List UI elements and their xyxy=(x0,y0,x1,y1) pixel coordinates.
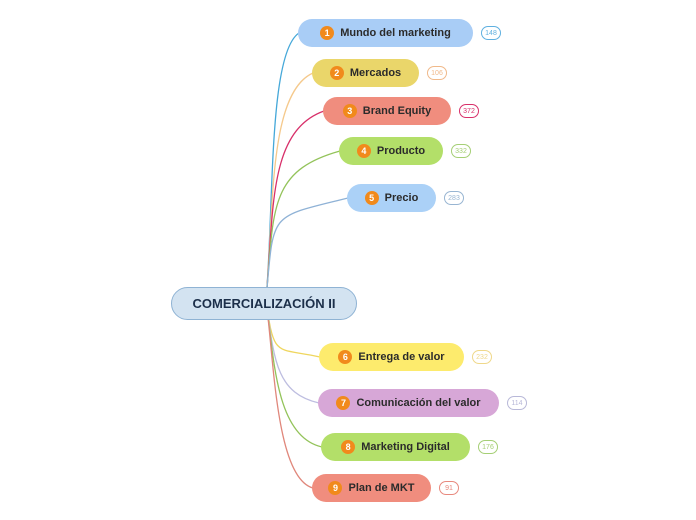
topic-label: Mercados xyxy=(349,67,402,79)
topic-count-badge: 114 xyxy=(507,396,527,410)
connector-line xyxy=(265,150,341,301)
connector-line xyxy=(265,299,314,489)
root-topic[interactable]: COMERCIALIZACIÓN II xyxy=(171,287,357,320)
topic-label: Mundo del marketing xyxy=(340,27,451,39)
topic-comunicacion-del-valor[interactable]: 7 Comunicación del valor xyxy=(318,389,499,417)
number-badge-icon: 8 xyxy=(341,440,356,454)
topic-count-badge: 148 xyxy=(481,26,501,40)
topic-mercados[interactable]: 2 Mercados xyxy=(312,59,419,87)
topic-count-badge: 232 xyxy=(472,350,492,364)
number-badge-icon: 7 xyxy=(336,396,351,410)
connector-line xyxy=(265,299,323,448)
connector-line xyxy=(265,197,349,301)
topic-label: Precio xyxy=(384,192,419,204)
topic-count-badge: 283 xyxy=(444,191,464,205)
number-badge-icon: 6 xyxy=(338,350,353,364)
topic-count-badge: 91 xyxy=(439,481,459,495)
topic-label: Producto xyxy=(376,145,426,157)
topic-label: Plan de MKT xyxy=(348,482,415,494)
topic-producto[interactable]: 4 Producto xyxy=(339,137,443,165)
connector-line xyxy=(265,72,314,301)
topic-marketing-digital[interactable]: 8 Marketing Digital xyxy=(321,433,470,461)
number-badge-icon: 5 xyxy=(364,191,379,205)
number-badge-icon: 2 xyxy=(329,66,344,80)
number-badge-icon: 1 xyxy=(320,26,335,40)
topic-label: Entrega de valor xyxy=(358,351,445,363)
number-badge-icon: 3 xyxy=(342,104,357,118)
topic-mundo-del-marketing[interactable]: 1 Mundo del marketing xyxy=(298,19,473,47)
topic-plan-de-mkt[interactable]: 9 Plan de MKT xyxy=(312,474,431,502)
topic-precio[interactable]: 5 Precio xyxy=(347,184,436,212)
number-badge-icon: 9 xyxy=(328,481,343,495)
topic-count-badge: 106 xyxy=(427,66,447,80)
topic-entrega-de-valor[interactable]: 6 Entrega de valor xyxy=(319,343,464,371)
topic-label: Brand Equity xyxy=(362,105,432,117)
topic-brand-equity[interactable]: 3 Brand Equity xyxy=(323,97,451,125)
topic-count-badge: 176 xyxy=(478,440,498,454)
topic-label: Marketing Digital xyxy=(361,441,450,453)
number-badge-icon: 4 xyxy=(356,144,371,158)
topic-count-badge: 372 xyxy=(459,104,479,118)
root-topic-label: COMERCIALIZACIÓN II xyxy=(192,296,336,311)
topic-count-badge: 332 xyxy=(451,144,471,158)
topic-label: Comunicación del valor xyxy=(356,397,481,409)
connector-line xyxy=(265,32,300,301)
